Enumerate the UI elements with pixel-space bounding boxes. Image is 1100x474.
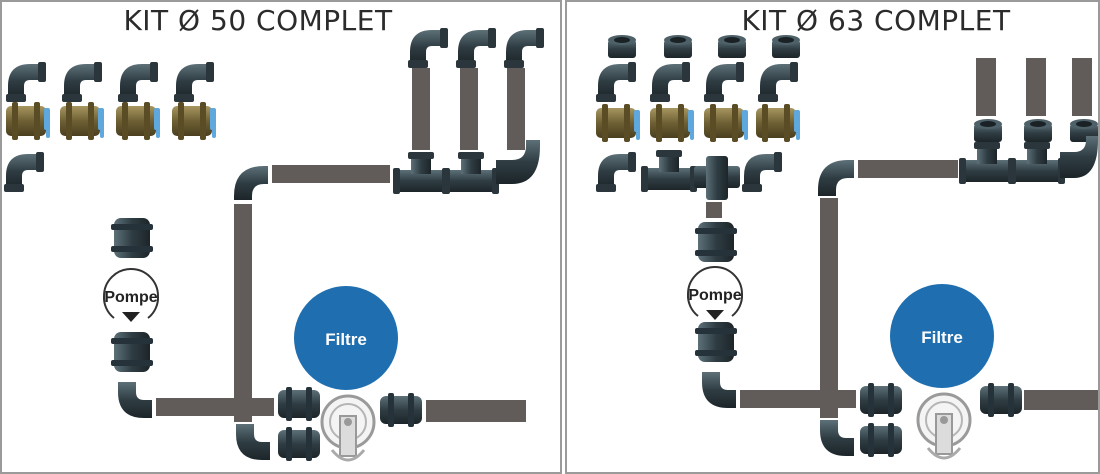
filter-circle [294, 286, 398, 390]
pipe [1024, 390, 1098, 410]
filter-circle [890, 284, 994, 388]
pipe [976, 58, 996, 116]
kit-50-panel: KIT Ø 50 COMPLET [4, 4, 544, 462]
union-fitting [860, 423, 902, 457]
pipe [706, 202, 722, 218]
elbow-fitting [742, 152, 782, 192]
union-fitting [278, 387, 320, 421]
reducer-ring [974, 119, 1002, 142]
pipe [426, 400, 526, 422]
pipe [820, 198, 838, 418]
multiport-valve [916, 392, 972, 460]
pipe [858, 160, 958, 178]
union-fitting [278, 427, 320, 461]
filter: Filtre [294, 286, 398, 390]
pump-symbol: Pompe [102, 268, 160, 322]
elbow-fitting [596, 62, 636, 102]
elbow-fitting [62, 62, 102, 102]
pipe [1072, 58, 1092, 116]
kit-50-title: KIT Ø 50 COMPLET [123, 4, 393, 37]
elbow-fitting [820, 420, 854, 456]
pipe [412, 68, 430, 150]
elbow-fitting [4, 152, 44, 192]
filter: Filtre [890, 284, 994, 388]
pipe [740, 390, 856, 408]
cross-fitting [694, 156, 740, 200]
reducer-ring [664, 35, 692, 58]
reducer-ring [718, 35, 746, 58]
tee-fitting [393, 152, 449, 194]
elbow-fitting [118, 382, 152, 418]
union-fitting [111, 332, 153, 372]
ball-valve [704, 104, 748, 142]
filter-label: Filtre [325, 330, 367, 349]
reducer-ring [772, 35, 800, 58]
union-fitting [860, 383, 902, 417]
pipe [1026, 58, 1046, 116]
elbow-fitting [704, 62, 744, 102]
elbow-fitting [456, 28, 496, 68]
pipe [272, 165, 390, 183]
ball-valve [60, 102, 104, 140]
elbow-fitting [1060, 136, 1098, 178]
elbow-fitting [758, 62, 798, 102]
tee-fitting [1009, 142, 1065, 184]
pump-symbol: Pompe [686, 266, 744, 320]
elbow-fitting [6, 62, 46, 102]
elbow-fitting [504, 28, 544, 68]
elbow-fitting [818, 160, 854, 196]
elbow-fitting [174, 62, 214, 102]
elbow-fitting [596, 152, 636, 192]
elbow-fitting [702, 372, 736, 408]
ball-valve [116, 102, 160, 140]
panel-50-frame [0, 0, 562, 474]
kit-63-title: KIT Ø 63 COMPLET [741, 4, 1011, 37]
multiport-valve [320, 394, 376, 462]
union-fitting [380, 393, 422, 427]
reducer-ring [608, 35, 636, 58]
union-fitting [111, 218, 153, 258]
ball-valve [6, 102, 50, 140]
elbow-fitting [118, 62, 158, 102]
pump-label: Pompe [104, 289, 157, 306]
panel-63-frame [565, 0, 1100, 474]
ball-valve [650, 104, 694, 142]
pipe [234, 204, 252, 422]
tee-fitting [641, 150, 697, 192]
elbow-fitting [650, 62, 690, 102]
reducer-ring [1024, 119, 1052, 142]
elbow-fitting [236, 424, 270, 460]
ball-valve [596, 104, 640, 142]
elbow-fitting [496, 140, 540, 184]
pump-label: Pompe [688, 287, 741, 304]
pipe [460, 68, 478, 150]
pipe [507, 68, 525, 150]
filter-label: Filtre [921, 328, 963, 347]
ball-valve [172, 102, 216, 140]
union-fitting [695, 322, 737, 362]
kit-63-panel: KIT Ø 63 COMPLET [596, 4, 1098, 460]
union-fitting [980, 383, 1022, 417]
union-fitting [695, 222, 737, 262]
tee-fitting [443, 152, 499, 194]
pipe [156, 398, 274, 416]
elbow-fitting [234, 166, 268, 200]
arrow-down-icon [122, 312, 140, 322]
arrow-down-icon [706, 310, 724, 320]
ball-valve [756, 104, 800, 142]
elbow-fitting [408, 28, 448, 68]
tee-fitting [959, 142, 1015, 184]
